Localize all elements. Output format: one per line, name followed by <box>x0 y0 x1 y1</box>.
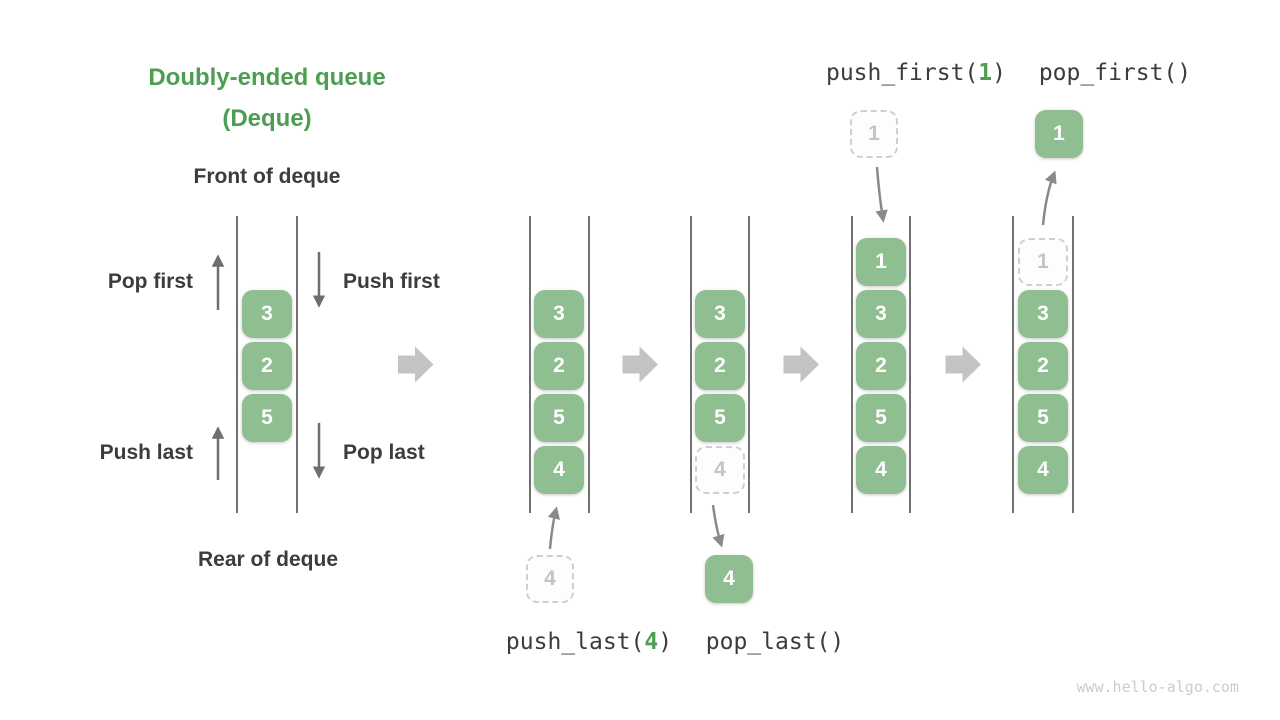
state-arrow-2-icon <box>622 346 658 383</box>
code-arg: 4 <box>644 629 659 655</box>
queue-cell: 3 <box>242 290 292 338</box>
queue-cell: 5 <box>242 394 292 442</box>
queue-cell: 1 <box>856 238 906 286</box>
queue-cell: 3 <box>534 290 584 338</box>
pop-last-label: Pop last <box>343 441 425 464</box>
code-text: ) <box>992 60 1007 86</box>
pop-first-label: Pop first <box>107 270 193 293</box>
queue-cell: 5 <box>1018 394 1068 442</box>
queue-cell: 4 <box>534 446 584 494</box>
pop-last-remove-arrow-icon <box>711 504 725 548</box>
removed-ghost-cell: 1 <box>1018 238 1068 286</box>
page-title: Doubly-ended queue (Deque) <box>148 57 385 139</box>
queue-cell: 2 <box>1018 342 1068 390</box>
incoming-ghost-cell: 4 <box>526 555 574 603</box>
code-text: ) <box>658 629 673 655</box>
incoming-ghost-cell: 1 <box>850 110 898 158</box>
queue-cell: 2 <box>695 342 745 390</box>
state-arrow-1-icon <box>398 346 434 383</box>
push-last-code-label: push_last(4) <box>506 629 672 655</box>
state-arrow-3-icon <box>783 346 819 383</box>
state-arrow-4-icon <box>945 346 981 383</box>
queue-cell: 2 <box>856 342 906 390</box>
code-text: push_last( <box>505 629 645 655</box>
push-last-insert-arrow-icon <box>547 506 560 550</box>
queue-cell: 5 <box>856 394 906 442</box>
push-first-code-label: push_first(1) <box>826 60 1006 86</box>
pop-first-code-label: pop_first() <box>1038 60 1192 86</box>
pop-first-remove-arrow-icon <box>1041 170 1057 226</box>
queue-cell: 5 <box>695 394 745 442</box>
push-first-label: Push first <box>343 270 440 293</box>
code-arg: 1 <box>978 60 993 86</box>
front-of-deque-label: Front of deque <box>193 165 341 188</box>
queue-cell: 2 <box>534 342 584 390</box>
queue-cell: 3 <box>1018 290 1068 338</box>
code-text: push_first( <box>825 60 979 86</box>
push-first-insert-arrow-icon <box>875 166 888 223</box>
queue-cell: 4 <box>1018 446 1068 494</box>
queue-cell: 3 <box>695 290 745 338</box>
popped-cell: 4 <box>705 555 753 603</box>
queue-cell: 4 <box>856 446 906 494</box>
queue-cell: 2 <box>242 342 292 390</box>
page-title-line2: (Deque) <box>222 105 312 132</box>
queue-cell: 3 <box>856 290 906 338</box>
rear-of-deque-label: Rear of deque <box>197 548 339 571</box>
site-watermark: www.hello-algo.com <box>1076 678 1239 696</box>
queue-cell: 5 <box>534 394 584 442</box>
popped-cell: 1 <box>1035 110 1083 158</box>
push-last-label: Push last <box>99 441 193 464</box>
pop-last-code-label: pop_last() <box>705 629 845 655</box>
page-title-line1: Doubly-ended queue <box>148 64 386 91</box>
removed-ghost-cell: 4 <box>695 446 745 494</box>
